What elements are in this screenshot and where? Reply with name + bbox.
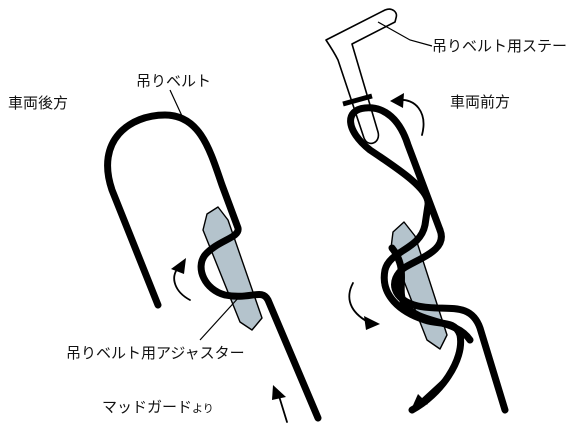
label-vehicle-front: 車両前方 (450, 93, 510, 111)
rotation-arrow-mid-right (348, 282, 369, 323)
belt-stay-bracket (325, 8, 398, 145)
label-belt-stay: 吊りベルト用ステー (432, 37, 567, 55)
adjuster-plate-left (202, 206, 263, 331)
leader-belt-left (169, 89, 183, 117)
label-belt-adjuster: 吊りベルト用アジャスター (66, 344, 245, 362)
mudguard-arrow-shaft (278, 395, 288, 423)
rotation-arrowhead-mid-right (364, 316, 380, 330)
pull-arrow-shaft (418, 376, 448, 404)
mudguard-arrowhead (272, 385, 286, 400)
belt-return-right (388, 244, 474, 344)
pull-arrowhead (410, 394, 428, 412)
belt-stay-band (342, 93, 373, 107)
label-vehicle-rear: 車両後方 (8, 94, 68, 112)
rotation-arrowhead-top-right (390, 93, 404, 108)
rotation-arrowhead-left (171, 258, 186, 274)
label-mudguard: マッドガードより (102, 398, 214, 416)
label-mudguard-main: マッドガード (102, 398, 192, 416)
label-mudguard-suffix: より (192, 402, 214, 415)
label-hanging-belt: 吊りベルト (136, 72, 211, 90)
belt-loop-left (104, 111, 322, 422)
belt-loop-right-outer (347, 104, 465, 414)
belt-loop-right-inner (391, 226, 509, 414)
leader-adjuster (199, 295, 241, 341)
leader-belt-stay (377, 21, 433, 47)
